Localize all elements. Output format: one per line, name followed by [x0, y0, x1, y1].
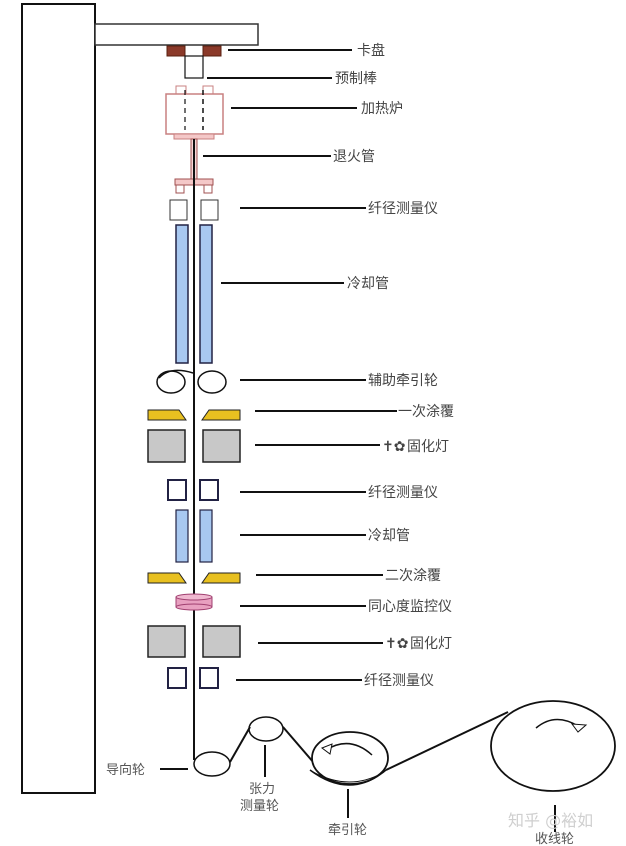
uv-lamp-2-icon: ✝✿	[385, 636, 408, 652]
chuck-left	[166, 45, 186, 57]
heating-furnace	[165, 85, 224, 140]
diameter-gauge-2-right	[199, 479, 219, 501]
uv-lamp-1-left	[147, 429, 186, 463]
label-secondary-coating: 二次涂覆	[385, 568, 441, 584]
primary-coating-right	[201, 409, 241, 421]
take-up-reel	[490, 700, 616, 792]
label-primary-coating: 一次涂覆	[398, 404, 454, 420]
cooling-tube-2-left	[175, 509, 189, 563]
label-chuck: 卡盘	[357, 42, 385, 59]
fiber-segment-1	[229, 726, 251, 763]
uv-lamp-2-right	[202, 625, 241, 658]
preform	[184, 55, 204, 79]
label-take-up-reel: 收线轮	[535, 832, 574, 846]
chuck-right	[202, 45, 222, 57]
label-cooling-tube-2: 冷却管	[368, 528, 410, 544]
cooling-tube-1-right	[199, 224, 213, 364]
label-annealing-tube: 退火管	[333, 149, 375, 165]
fiber-segment-3	[385, 711, 509, 771]
label-uv-lamp-2: 固化灯	[410, 636, 452, 652]
label-furnace: 加热炉	[361, 101, 403, 117]
label-diameter-gauge-1: 纤径测量仪	[368, 201, 438, 217]
primary-coating-left	[147, 409, 187, 421]
label-guide-wheel: 导向轮	[106, 762, 145, 778]
diameter-gauge-3-left	[167, 667, 187, 689]
diameter-gauge-2-left	[167, 479, 187, 501]
label-tension-wheel-line2: 测量轮	[240, 799, 279, 814]
guide-wheel	[193, 751, 231, 777]
fiber-segment-2	[282, 726, 315, 764]
aux-capstan	[156, 369, 227, 394]
label-diameter-gauge-2: 纤径测量仪	[368, 485, 438, 501]
tower-column	[21, 3, 96, 794]
uv-lamp-1-icon: ✝✿	[382, 439, 405, 455]
watermark: 知乎 @裕如	[508, 811, 593, 830]
label-capstan: 牵引轮	[328, 823, 367, 838]
uv-lamp-2-left	[147, 625, 186, 658]
cooling-tube-2-right	[199, 509, 213, 563]
label-tension-wheel-line1: 张力	[249, 782, 275, 797]
tower-arm	[94, 23, 259, 46]
diameter-gauge-1-right	[200, 199, 219, 221]
secondary-coating-left	[147, 572, 187, 584]
leader-lines	[160, 49, 556, 832]
label-concentricity-monitor: 同心度监控仪	[368, 599, 452, 615]
diameter-gauge-1-left	[169, 199, 188, 221]
concentricity-monitor	[175, 593, 213, 611]
cooling-tube-1-left	[175, 224, 189, 364]
label-diameter-gauge-3: 纤径测量仪	[364, 673, 434, 689]
label-preform: 预制棒	[335, 71, 377, 87]
tension-measuring-wheel	[248, 716, 284, 742]
secondary-coating-right	[201, 572, 241, 584]
capstan	[309, 731, 389, 786]
label-cooling-tube-1: 冷却管	[347, 276, 389, 292]
diameter-gauge-3-right	[199, 667, 219, 689]
uv-lamp-1-right	[202, 429, 241, 463]
label-uv-lamp-1: 固化灯	[407, 439, 449, 455]
label-aux-capstan: 辅助牵引轮	[368, 373, 438, 389]
